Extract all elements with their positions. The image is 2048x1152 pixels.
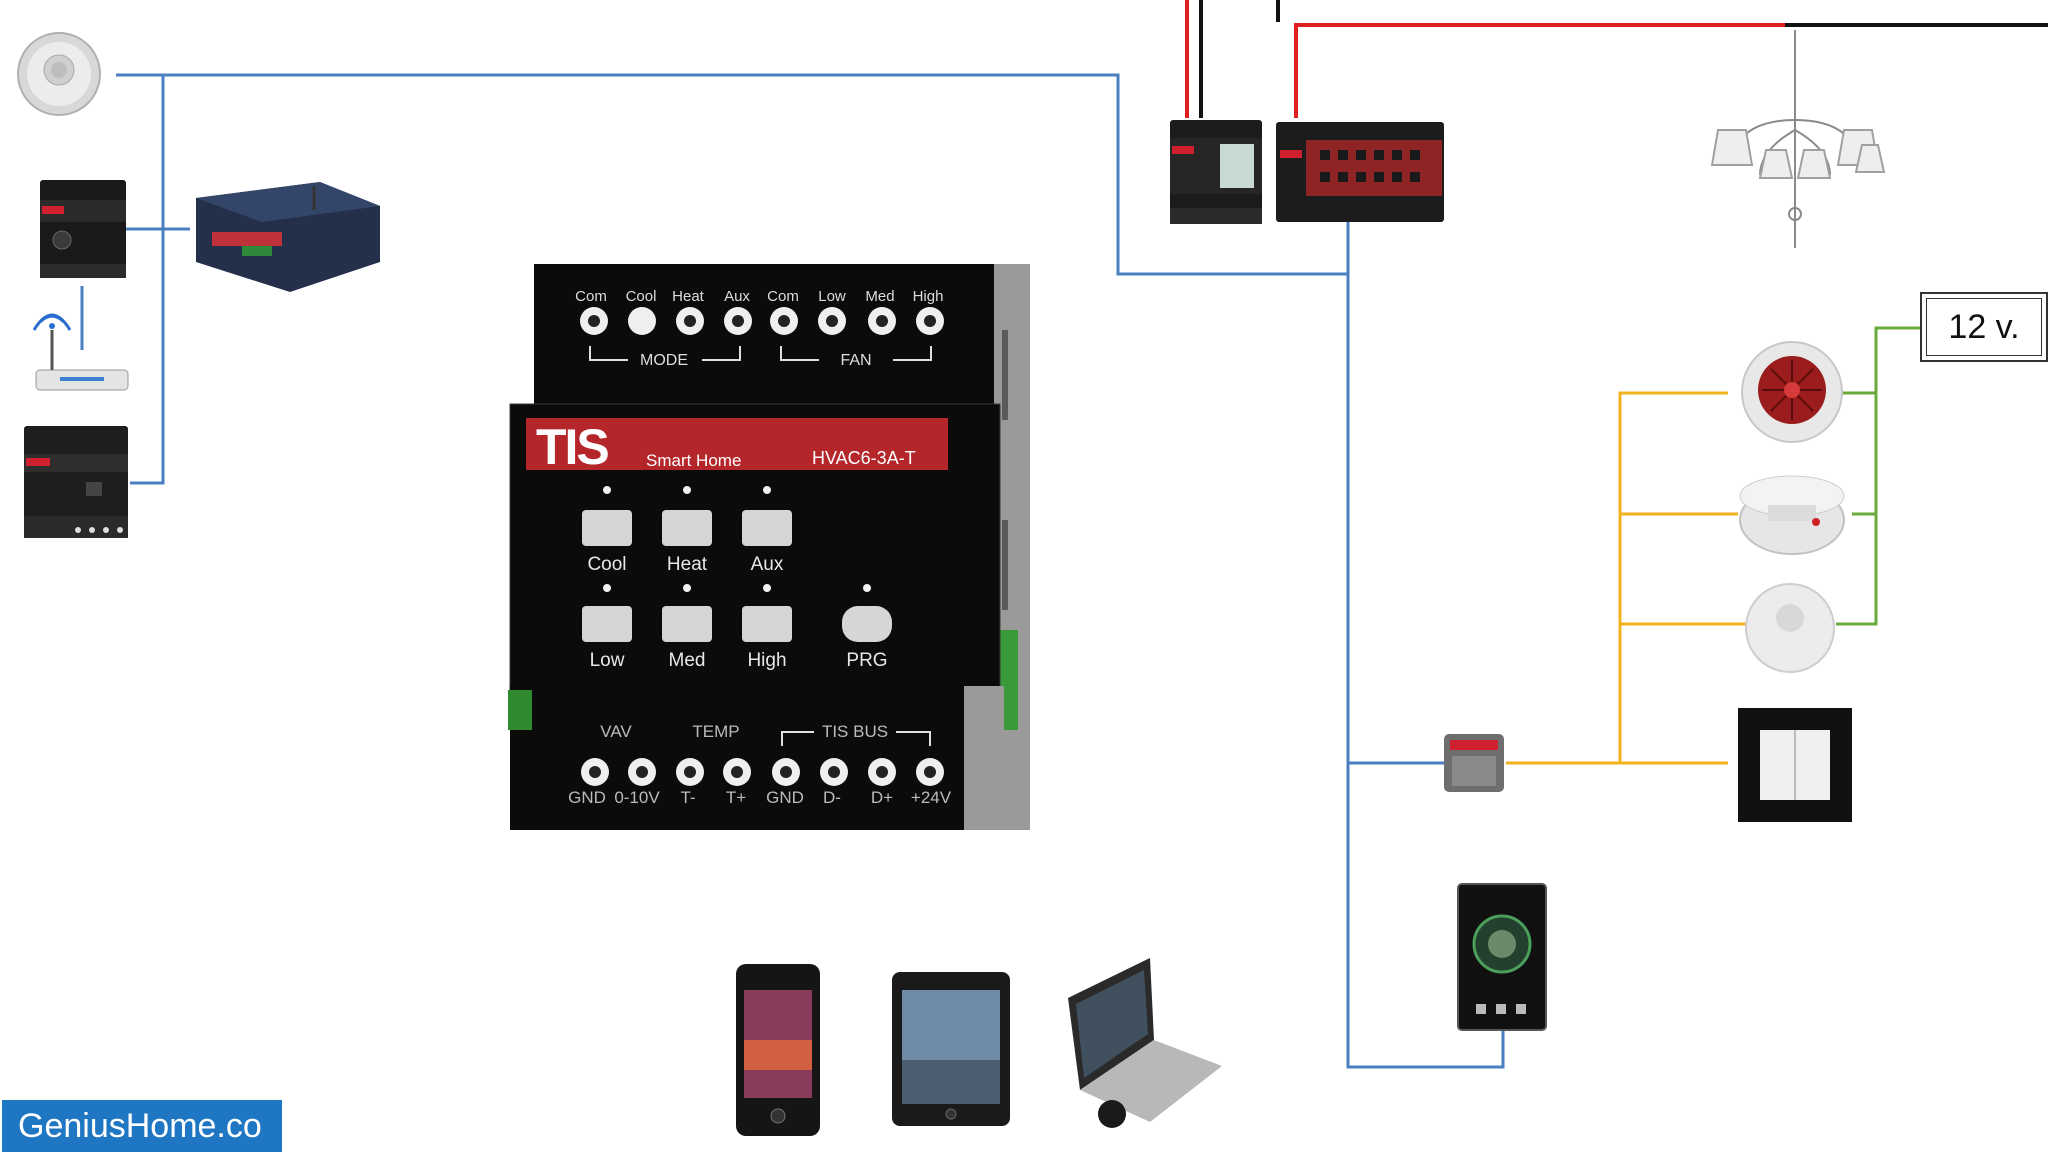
- terminal-high[interactable]: [916, 307, 944, 335]
- low-button[interactable]: [582, 606, 632, 642]
- top-terminal-label: Med: [865, 288, 894, 305]
- high-button[interactable]: [742, 606, 792, 642]
- dimmer-module-icon: [24, 426, 128, 538]
- power-supply-label-box: 12 v.: [1920, 292, 2048, 362]
- bottom-terminal-label: GND: [766, 788, 804, 807]
- top-terminal-label: Com: [575, 288, 607, 305]
- top-terminal-label: Aux: [724, 288, 750, 305]
- terminal-gnd-bus[interactable]: [772, 758, 800, 786]
- top-terminal-label: Com: [767, 288, 799, 305]
- fan-label: FAN: [840, 352, 871, 369]
- bottom-terminal-label: 0-10V: [614, 788, 660, 807]
- power-supply-module-icon: [1170, 120, 1262, 224]
- aux-button[interactable]: [742, 510, 792, 546]
- tablet-icon: [892, 972, 1010, 1126]
- terminal-d-plus[interactable]: [868, 758, 896, 786]
- button-label: High: [747, 650, 786, 671]
- input-interface-icon: [1444, 734, 1504, 792]
- relay-module-icon: [1276, 122, 1444, 222]
- temp-label: TEMP: [692, 722, 739, 741]
- button-label: Cool: [587, 554, 626, 575]
- live-wires: [1185, 0, 1785, 118]
- terminal-d-minus[interactable]: [820, 758, 848, 786]
- terminal-t-plus[interactable]: [723, 758, 751, 786]
- terminal-com-2[interactable]: [770, 307, 798, 335]
- mode-bracket: [589, 346, 932, 361]
- prg-button[interactable]: [842, 606, 892, 642]
- bottom-terminal-label: D-: [823, 788, 841, 807]
- tis-logo: TIS: [536, 419, 608, 475]
- ip-gateway-module-icon: [40, 180, 126, 278]
- terminal-t-minus[interactable]: [676, 758, 704, 786]
- chandelier-icon: [1710, 30, 1886, 248]
- terminal-0-10v[interactable]: [628, 758, 656, 786]
- terminal-cool[interactable]: [628, 307, 656, 335]
- smoke-detector-icon: [1739, 475, 1845, 555]
- vav-label: VAV: [600, 722, 632, 741]
- bottom-terminal-label: T+: [726, 788, 746, 807]
- cool-button[interactable]: [582, 510, 632, 546]
- terminal-24v[interactable]: [916, 758, 944, 786]
- tis-bus-label: TIS BUS: [822, 722, 888, 741]
- bottom-terminal-row: [581, 758, 944, 786]
- touch-panel-icon: [1457, 883, 1547, 1031]
- heat-button[interactable]: [662, 510, 712, 546]
- bus-wires: [80, 73, 1505, 1069]
- terminal-heat[interactable]: [676, 307, 704, 335]
- hvac-module: [508, 264, 1030, 830]
- terminal-com-1[interactable]: [580, 307, 608, 335]
- module-model: HVAC6-3A-T: [812, 448, 916, 468]
- terminal-low[interactable]: [818, 307, 846, 335]
- laptop-icon: [1068, 958, 1222, 1128]
- power-supply-label: 12 v.: [1926, 298, 2042, 356]
- heat-detector-icon: [1741, 341, 1843, 443]
- bottom-terminal-label: T-: [680, 788, 695, 807]
- bottom-terminal-label: GND: [568, 788, 606, 807]
- top-terminal-label: High: [913, 288, 944, 305]
- top-terminal-row: [580, 307, 944, 335]
- prg-label: PRG: [846, 650, 887, 671]
- motion-sensor-icon: [17, 32, 101, 116]
- button-label: Low: [590, 650, 625, 671]
- smartphone-icon: [736, 964, 820, 1136]
- power-12v-wires: [1836, 326, 1920, 626]
- ceiling-sensor-icon: [1745, 583, 1835, 673]
- button-label: Heat: [667, 554, 708, 575]
- button-label: Aux: [751, 554, 784, 575]
- terminal-med[interactable]: [868, 307, 896, 335]
- button-label: Med: [669, 650, 706, 671]
- wall-switch-icon: [1738, 708, 1852, 822]
- wifi-router-icon: [32, 313, 129, 391]
- bottom-terminal-label: +24V: [911, 788, 952, 807]
- top-terminal-label: Cool: [626, 288, 657, 305]
- mode-label: MODE: [640, 352, 688, 369]
- module-tagline: Smart Home: [646, 451, 741, 470]
- neutral-wires: [1199, 0, 2048, 118]
- top-terminal-label: Low: [818, 288, 846, 305]
- rs232-gateway-box-icon: [196, 182, 380, 292]
- brand-badge[interactable]: GeniusHome.co: [2, 1100, 282, 1152]
- top-terminal-label: Heat: [672, 288, 705, 305]
- med-button[interactable]: [662, 606, 712, 642]
- tis-bus-bracket: [781, 731, 931, 746]
- terminal-aux[interactable]: [724, 307, 752, 335]
- terminal-gnd-vav[interactable]: [581, 758, 609, 786]
- bottom-terminal-label: D+: [871, 788, 893, 807]
- signal-wires: [1506, 391, 1746, 765]
- button-leds: [603, 486, 871, 592]
